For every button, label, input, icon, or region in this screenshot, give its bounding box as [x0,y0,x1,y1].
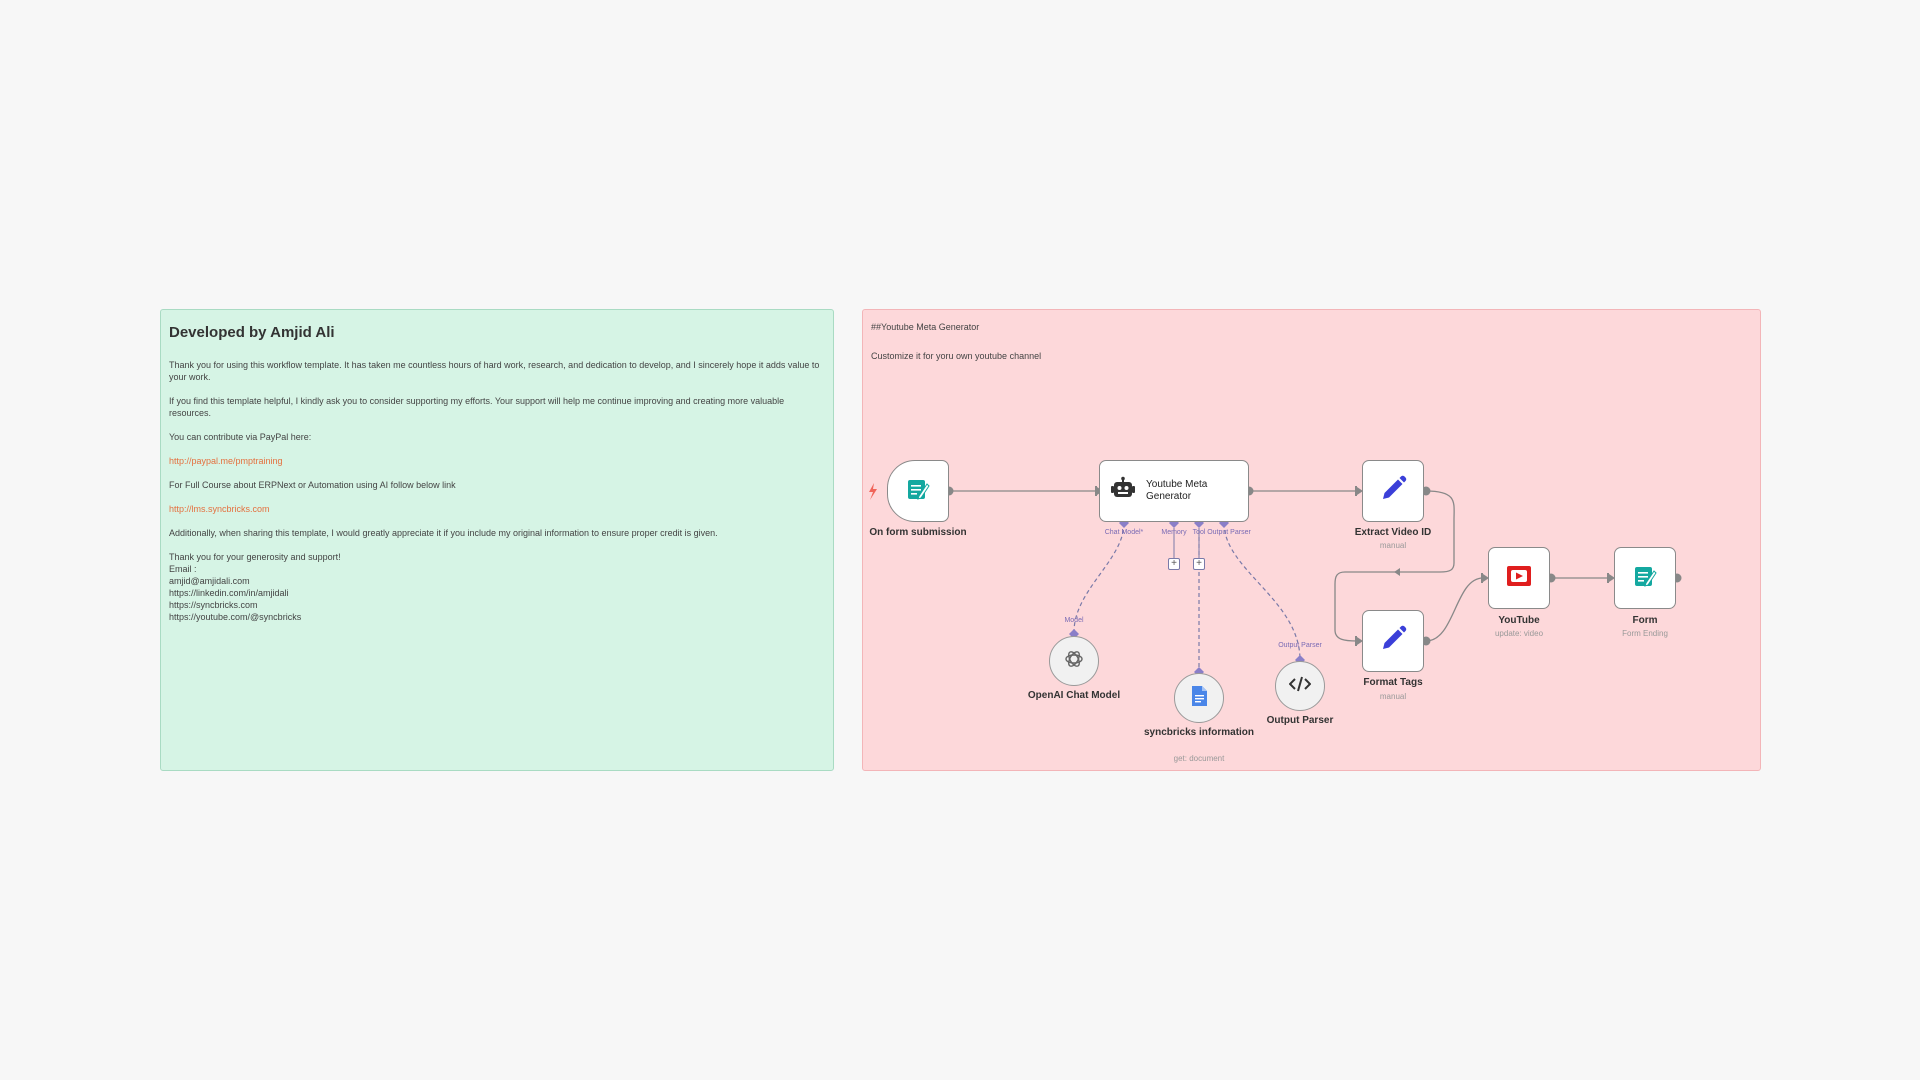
port-label-output-parser: Output Parser [1207,529,1251,536]
arrow-head [1483,574,1489,582]
linkedin-link[interactable]: https://linkedin.com/in/amjidali [169,588,289,598]
node-openai-chat-model[interactable] [1049,636,1099,686]
node-label: OpenAI Chat Model [1027,690,1121,701]
input-port [1355,636,1357,646]
node-subtitle: update: video [1494,629,1544,638]
port-label-model: Model [1064,617,1084,624]
note-paragraph: For Full Course about ERPNext or Automat… [169,480,456,490]
thanks-text: Thank you for your generosity and suppor… [169,552,341,562]
email-label: Email : [169,564,197,574]
youtube-link[interactable]: https://youtube.com/@syncbricks [169,612,302,622]
note-subtext: Customize it for yoru own youtube channe… [871,351,1042,361]
connection-line [1073,522,1125,633]
email-line: Email : amjid@amjidali.com [169,563,825,587]
note-heading: ##Youtube Meta Generator [871,322,980,332]
code-icon [1288,676,1312,697]
paypal-link[interactable]: http://paypal.me/pmptraining [169,456,283,466]
input-port [1355,486,1357,496]
port-label-tool: Tool [1192,529,1206,536]
node-label: Form [1632,615,1658,626]
connection-line [1334,490,1455,642]
node-youtube-meta-generator[interactable]: Youtube Meta Generator [1099,460,1249,522]
arrow-head [1609,574,1615,582]
youtube-icon [1505,564,1533,593]
port-label-output-parser: Output Parser [1278,642,1322,649]
node-youtube[interactable] [1488,547,1550,609]
pencil-icon [1379,475,1407,508]
add-memory-button[interactable]: + [1168,558,1180,570]
arrow-head [1357,487,1363,495]
note-paragraph: If you find this template helpful, I kin… [169,396,785,418]
connection-line [1425,577,1484,642]
email-link[interactable]: amjid@amjidali.com [169,576,250,586]
pencil-icon [1379,625,1407,658]
node-format-tags[interactable] [1362,610,1424,672]
port-label-memory: Memory [1161,529,1187,536]
port-label-chat-model: Chat Model* [1104,529,1144,536]
node-output-parser[interactable] [1275,661,1325,711]
node-subtitle: manual [1379,692,1407,701]
node-form[interactable] [1614,547,1676,609]
node-label: syncbricks information [1143,727,1255,738]
arrow-head [1357,637,1363,645]
note-paragraph: You can contribute via PayPal here: [169,432,312,442]
node-label: Output Parser [1266,715,1334,726]
website-link[interactable]: https://syncbricks.com [169,600,258,610]
node-on-form-submission[interactable] [887,460,949,522]
node-extract-video-id[interactable] [1362,460,1424,522]
note-title: Developed by Amjid Ali [169,324,335,341]
note-paragraph: Thank you for using this workflow templa… [169,360,820,382]
node-label: Extract Video ID [1354,527,1432,538]
node-syncbricks-information[interactable] [1174,673,1224,723]
openai-icon [1063,648,1085,675]
note-paragraph: Additionally, when sharing this template… [169,528,718,538]
node-subtitle: manual [1379,541,1407,550]
node-label: On form submission [869,527,967,538]
node-subtitle: Form Ending [1622,629,1668,638]
add-tool-button[interactable]: + [1193,558,1205,570]
lms-link[interactable]: http://lms.syncbricks.com [169,504,270,514]
input-port [1095,486,1097,496]
form-icon [905,476,931,507]
lightning-icon [869,483,877,500]
input-port [1481,573,1483,583]
connection-line [1223,522,1301,661]
node-label: YouTube [1498,615,1540,626]
sticky-note-developer[interactable]: Developed by Amjid Ali Thank you for usi… [160,309,834,771]
node-subtitle: get: document [1173,754,1225,763]
input-port [1607,573,1609,583]
form-icon [1632,563,1658,594]
agent-title: Youtube Meta Generator [1146,479,1208,502]
node-label: Format Tags [1363,677,1423,688]
robot-icon [1110,476,1136,507]
arrow-head [1394,568,1400,576]
google-docs-icon [1190,685,1208,712]
